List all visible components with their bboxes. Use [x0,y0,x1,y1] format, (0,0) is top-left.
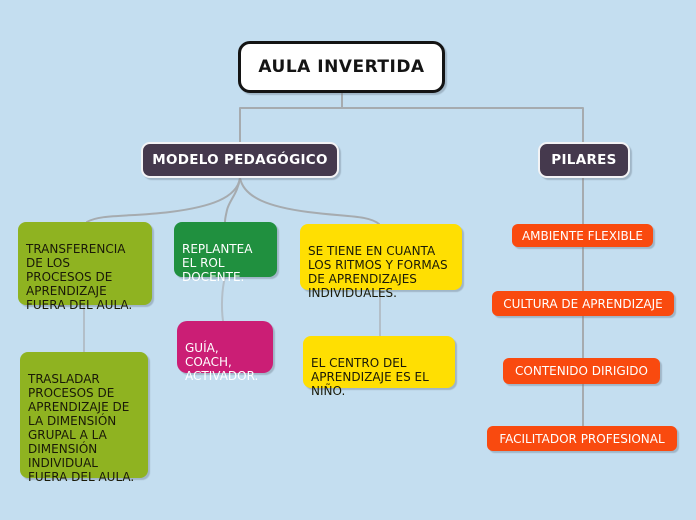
node-trasladar[interactable]: TRASLADAR PROCESOS DE APRENDIZAJE DE LA … [20,352,148,484]
node-label: AMBIENTE FLEXIBLE [521,228,644,243]
node-label: AULA INVERTIDA [258,57,425,77]
node-transferencia[interactable]: TRANSFERENCIA DE LOS PROCESOS DE APRENDI… [18,222,152,312]
node-label: SE TIENE EN CUANTA LOS RITMOS Y FORMAS D… [308,244,448,300]
node-contenido-dirigido[interactable]: CONTENIDO DIRIGIDO [503,358,660,384]
node-label: CULTURA DE APRENDIZAJE [503,296,663,311]
node-modelo-pedagogico[interactable]: MODELO PEDAGÓGICO [141,142,339,178]
node-label: GUÍA, COACH, ACTIVADOR. [185,341,259,383]
connector-modelo-to-transferencia [86,177,241,223]
node-label: EL CENTRO DEL APRENDIZAJE ES EL NIÑO. [311,356,429,398]
node-cultura-de-aprendizaje[interactable]: CULTURA DE APRENDIZAJE [492,291,674,316]
node-label: CONTENIDO DIRIGIDO [515,364,648,378]
node-ambiente-flexible[interactable]: AMBIENTE FLEXIBLE [512,224,653,247]
node-pilares[interactable]: PILARES [538,142,630,178]
node-label: PILARES [551,152,617,168]
connector-root-to-branches [239,92,584,143]
node-centro-aprendizaje-nino[interactable]: EL CENTRO DEL APRENDIZAJE ES EL NIÑO. [303,336,455,398]
connector-modelo-to-ritmos [239,177,380,225]
connector-modelo-to-replantea [224,177,241,223]
node-facilitador-profesional[interactable]: FACILITADOR PROFESIONAL [487,426,677,451]
node-ritmos-individuales[interactable]: SE TIENE EN CUANTA LOS RITMOS Y FORMAS D… [300,224,462,300]
node-aula-invertida[interactable]: AULA INVERTIDA [238,41,445,93]
node-replantea-rol-docente[interactable]: REPLANTEA EL ROL DOCENTE. [174,222,277,284]
node-label: FACILITADOR PROFESIONAL [499,431,665,446]
node-guia-coach-activador[interactable]: GUÍA, COACH, ACTIVADOR. [177,321,273,383]
node-label: TRASLADAR PROCESOS DE APRENDIZAJE DE LA … [28,372,135,484]
node-label: MODELO PEDAGÓGICO [152,152,328,168]
node-label: TRANSFERENCIA DE LOS PROCESOS DE APRENDI… [26,242,133,312]
node-label: REPLANTEA EL ROL DOCENTE. [182,242,253,284]
